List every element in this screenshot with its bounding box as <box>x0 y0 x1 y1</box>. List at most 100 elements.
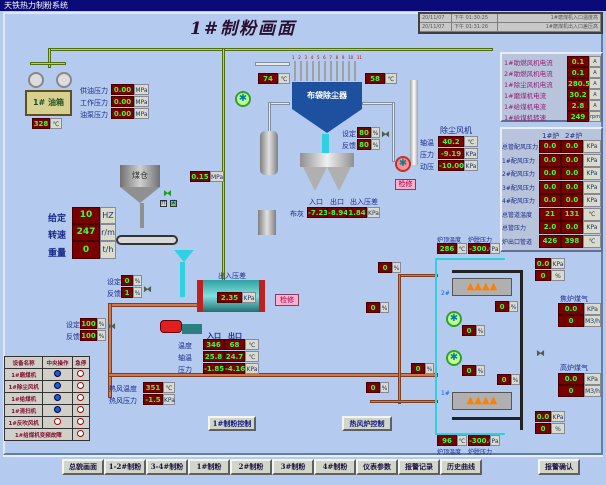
pulse-valve[interactable]: 2 <box>298 55 301 60</box>
emergency-stop-button[interactable] <box>71 404 91 417</box>
label: 动压 <box>420 163 434 171</box>
central-control-button[interactable] <box>42 404 73 417</box>
nav-button[interactable]: 3#制粉 <box>272 459 314 475</box>
pulse-valve[interactable]: 6 <box>323 55 326 60</box>
unit: ℃ <box>457 435 467 446</box>
alarm-ack-button[interactable]: 报警确认 <box>538 459 580 475</box>
nav-button[interactable]: 3-4#制粉 <box>146 459 188 475</box>
stove-control-button[interactable]: 热风炉控制 <box>342 416 392 431</box>
pulse-valve[interactable]: 8 <box>335 55 339 60</box>
feeder-weight-label: 重量 <box>48 249 67 259</box>
gate-valve-icon[interactable]: ⧓ <box>163 189 172 199</box>
mill-service-button[interactable]: 检修 <box>275 294 299 306</box>
oil-pump-icon[interactable] <box>28 72 44 88</box>
central-control-indicator <box>54 418 61 425</box>
coupling <box>182 324 202 334</box>
mill-motor-icon[interactable] <box>160 320 182 333</box>
header: 急停 <box>71 356 91 369</box>
inlet-header: 入口 <box>207 332 221 340</box>
central-control-button[interactable] <box>42 416 73 429</box>
label: 温度 <box>178 342 192 350</box>
feeder-speed-label: 转速 <box>48 231 67 241</box>
hot-air-pressure-value: -1.5 <box>143 394 163 405</box>
pulse-valve[interactable]: 1 <box>292 55 295 60</box>
central-control-button[interactable] <box>42 368 73 381</box>
central-control-button[interactable] <box>42 392 73 405</box>
emergency-stop-button[interactable] <box>71 392 91 405</box>
nav-button[interactable]: 历史曲线 <box>440 459 482 475</box>
emergency-stop-button[interactable] <box>71 428 91 441</box>
close-button[interactable]: 关 <box>170 200 177 207</box>
hot-air-valve-feedback: 100 <box>80 330 97 341</box>
dust-fan-service-button[interactable]: 检修 <box>395 179 416 190</box>
unit: KPa <box>583 221 601 234</box>
emergency-stop-button[interactable] <box>71 380 91 393</box>
pulse-valve[interactable]: 9 <box>341 55 345 60</box>
hot-air-valve-set: 100 <box>80 318 97 329</box>
emergency-stop-button[interactable] <box>71 416 91 429</box>
hot-air-pipe <box>398 274 401 404</box>
furnace1-value: 0.0 <box>539 167 561 180</box>
cyclone-cone <box>303 167 327 191</box>
burner-1[interactable]: ▲▲▲▲ <box>452 392 512 410</box>
emergency-stop-button[interactable] <box>71 368 91 381</box>
coal-bin: 煤仓 <box>120 165 160 187</box>
nav-button[interactable]: 仪表参数 <box>356 459 398 475</box>
nav-button[interactable]: 1#制粉 <box>188 459 230 475</box>
dust-fan-icon[interactable]: ✱ <box>395 156 411 172</box>
nav-button[interactable]: 报警记录 <box>398 459 440 475</box>
furnace2-value: 131 <box>561 207 583 221</box>
furnace1-value: 2.0 <box>539 221 561 234</box>
nav-button[interactable]: 2#制粉 <box>230 459 272 475</box>
feed-funnel <box>174 250 194 262</box>
nav-button[interactable]: 总貌画面 <box>62 459 104 475</box>
furnace2-value: 0.0 <box>561 167 583 180</box>
hot-air-valve-icon[interactable]: ⧓ <box>107 322 116 332</box>
unit: ℃ <box>457 243 467 254</box>
pulse-valve[interactable]: 4 <box>310 55 314 60</box>
coke-gas-flow: 0 <box>558 315 584 327</box>
central-control-indicator <box>54 382 61 389</box>
pulse-valve[interactable]: 5 <box>316 55 320 60</box>
unit: % <box>425 363 434 374</box>
bag-inlet-value: -7.23 <box>307 207 329 218</box>
unit: M3/h <box>584 315 601 327</box>
unit: MPa <box>134 96 149 107</box>
air-valve-value: 0 <box>411 363 425 374</box>
pulse-valve[interactable]: 7 <box>329 55 332 60</box>
pulse-valve[interactable]: 10 <box>348 55 354 60</box>
open-button[interactable]: 开 <box>160 200 167 207</box>
pulse-tubes <box>294 61 360 81</box>
damper-valve-icon[interactable]: ⧓ <box>381 130 390 140</box>
inlet-temp-value: 74 <box>258 73 278 84</box>
combustion-fan-2-icon[interactable]: ✱ <box>446 311 462 327</box>
oil-pump-icon[interactable] <box>56 72 72 88</box>
stove-top-pressure: -300.0 <box>468 243 495 254</box>
hot-air-pipe <box>108 303 112 398</box>
unit: KPa <box>163 394 175 405</box>
nav-button[interactable]: 4#制粉 <box>314 459 356 475</box>
hot-air-pipe <box>108 373 438 377</box>
unit: % <box>371 127 380 138</box>
pulse-valve[interactable]: 11 <box>356 55 362 60</box>
mill-control-button[interactable]: 1#制粉控制 <box>208 416 256 431</box>
nav-button[interactable]: 1-2#制粉 <box>104 459 146 475</box>
gas-valve-icon[interactable]: ⧓ <box>536 349 545 359</box>
blower-fan-icon[interactable]: ✱ <box>235 91 251 107</box>
bag-filter[interactable]: 布袋除尘器 <box>292 82 362 109</box>
emergency-stop-indicator <box>77 394 85 401</box>
stove-bottom-pressure: -300.0 <box>468 435 495 446</box>
pump-pressure-value: 0.00 <box>111 108 134 119</box>
cold-air-valve-icon[interactable]: ⧓ <box>143 285 152 295</box>
pulse-valve[interactable]: 3 <box>304 55 308 60</box>
burner-2[interactable]: ▲▲▲▲ <box>452 278 512 296</box>
central-control-button[interactable] <box>42 380 73 393</box>
outlet-header: 出口 <box>330 198 344 206</box>
equipment-row: 1#给煤机 <box>3 392 91 405</box>
combustion-fan-1-icon[interactable]: ✱ <box>446 350 462 366</box>
